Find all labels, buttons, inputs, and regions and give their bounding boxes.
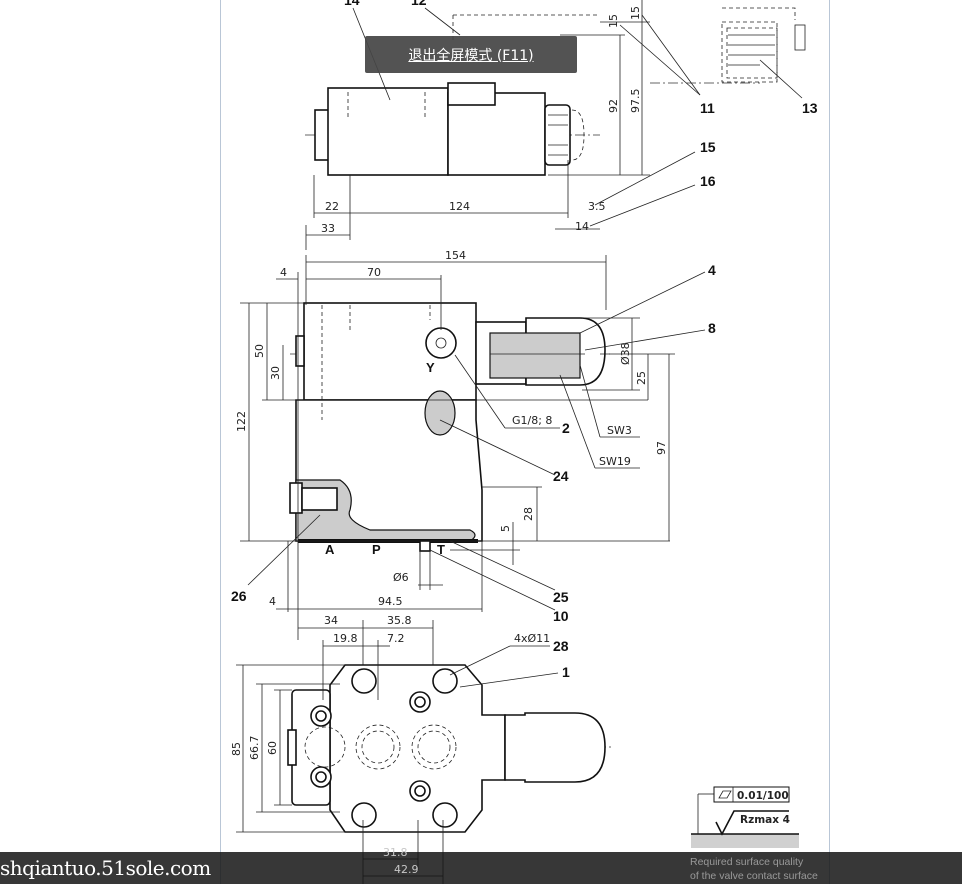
dimension-labels: 15 15 92 97.5 22 124 33 3.5 14 154 4 70 …	[230, 6, 668, 760]
dim-60: 60	[266, 741, 279, 755]
callout-4: 4	[708, 262, 716, 278]
callout-2: 2	[562, 420, 570, 436]
dim-124: 124	[449, 200, 470, 213]
dim-22: 22	[325, 200, 339, 213]
callout-28: 28	[553, 638, 569, 654]
callout-16: 16	[700, 173, 716, 189]
exit-fullscreen-text[interactable]: 退出全屏模式 (F11)	[408, 47, 534, 64]
dim-4b: 4	[269, 595, 276, 608]
dim-94-5: 94.5	[378, 595, 403, 608]
callout-8: 8	[708, 320, 716, 336]
page-right-edge	[829, 0, 830, 884]
callout-10: 10	[553, 608, 569, 624]
surface-caption: Required surface quality of the valve co…	[690, 855, 818, 883]
callout-25: 25	[553, 589, 569, 605]
dim-97: 97	[655, 441, 668, 455]
sw19-label: SW19	[599, 455, 631, 468]
port-y-label: Y	[426, 360, 435, 375]
dim-dia6: Ø6	[393, 571, 409, 584]
dim-35-8: 35.8	[387, 614, 412, 627]
dim-19-8: 19.8	[333, 632, 358, 645]
callout-12: 12	[411, 0, 427, 8]
plan-view	[236, 640, 612, 884]
dim-34: 34	[324, 614, 338, 627]
callout-24: 24	[553, 468, 569, 484]
callout-26: 26	[231, 588, 247, 604]
dim-15b: 15	[629, 6, 642, 20]
dim-7-2: 7.2	[387, 632, 405, 645]
dim-33: 33	[321, 222, 335, 235]
thread-label: G1/8; 8	[512, 414, 552, 427]
dim-30: 30	[269, 366, 282, 380]
watermark-text: shqiantuo.51sole.com	[0, 856, 211, 880]
dim-28: 28	[522, 507, 535, 521]
port-p-label: P	[372, 542, 381, 557]
side-view	[240, 255, 706, 700]
callouts: 14 12 11 13 15 16 4 8 2 24 26 25 10 28 1	[231, 0, 818, 680]
callout-14: 14	[344, 0, 360, 8]
dim-holes: 4xØ11	[514, 632, 550, 645]
surface-requirement: 0.01/100 Rzmax 4	[691, 786, 799, 848]
watermark-bar: shqiantuo.51sole.com	[0, 852, 962, 884]
dim-4a: 4	[280, 266, 287, 279]
port-t-label: T	[437, 542, 445, 557]
dim-122: 122	[235, 411, 248, 432]
port-a-label: A	[325, 542, 335, 557]
page-left-edge	[220, 0, 221, 884]
flatness-icon	[718, 790, 732, 799]
callout-11: 11	[700, 100, 715, 116]
surface-caption-line2: of the valve contact surface	[690, 870, 818, 882]
dim-3-5: 3.5	[588, 200, 606, 213]
surface-caption-line1: Required surface quality	[690, 856, 804, 868]
dim-70: 70	[367, 266, 381, 279]
dim-15a: 15	[607, 14, 620, 28]
dim-14: 14	[575, 220, 589, 233]
callout-13: 13	[802, 100, 818, 116]
exit-fullscreen-tooltip[interactable]: 退出全屏模式 (F11)	[365, 36, 577, 73]
callout-15: 15	[700, 139, 716, 155]
bolt-holes	[310, 668, 458, 828]
dim-50: 50	[253, 344, 266, 358]
dim-66-7: 66.7	[248, 736, 261, 761]
sw3-label: SW3	[607, 424, 632, 437]
dim-154: 154	[445, 249, 466, 262]
dim-5: 5	[499, 525, 512, 532]
dim-dia38: Ø38	[619, 342, 632, 365]
dim-25: 25	[635, 371, 648, 385]
callout-1: 1	[562, 664, 570, 680]
top-view	[305, 0, 806, 250]
dim-92: 92	[607, 99, 620, 113]
dim-85: 85	[230, 742, 243, 756]
roughness-value: Rzmax 4	[740, 814, 790, 826]
flatness-value: 0.01/100	[737, 790, 789, 802]
dim-97-5: 97.5	[629, 89, 642, 114]
